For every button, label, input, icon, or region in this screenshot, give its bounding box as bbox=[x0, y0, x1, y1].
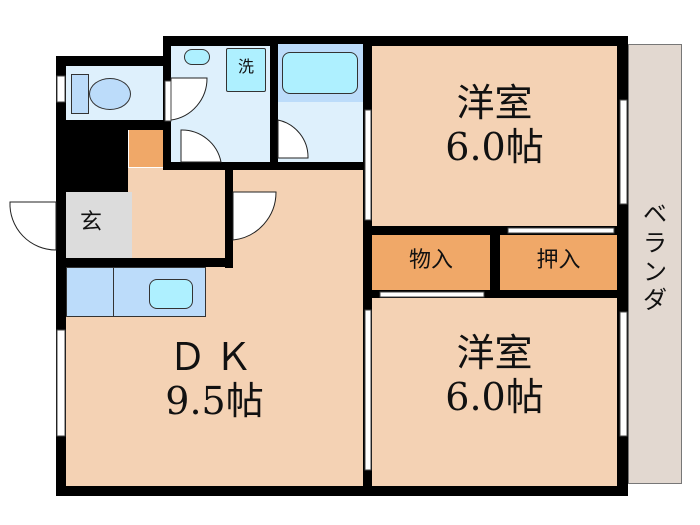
entrance-door-swing bbox=[9, 201, 57, 251]
closet-sliding-door bbox=[507, 227, 615, 234]
room1-inner-sliding bbox=[364, 109, 372, 221]
closet-label: 押入 bbox=[536, 248, 581, 273]
wall bbox=[490, 230, 500, 294]
dk-window bbox=[56, 329, 66, 437]
dk-name: ＤＫ bbox=[168, 335, 261, 379]
toilet-tank bbox=[71, 74, 89, 114]
entrance-floor bbox=[66, 192, 132, 258]
western-room-2-floor bbox=[372, 298, 617, 488]
storage-sliding-door bbox=[379, 291, 485, 298]
western-room-2-name: 洋室 bbox=[456, 331, 533, 375]
bath-door-swing bbox=[277, 119, 309, 159]
wall bbox=[56, 486, 628, 496]
veranda-label: ベランダ bbox=[643, 200, 667, 315]
wash-basin bbox=[184, 49, 210, 65]
wall bbox=[225, 168, 233, 268]
veranda bbox=[628, 44, 682, 484]
room2-inner-sliding bbox=[364, 309, 372, 471]
room1-veranda-window bbox=[619, 99, 628, 205]
entrance-label: 玄 bbox=[79, 210, 102, 235]
dk-size: 9.5帖 bbox=[165, 378, 264, 423]
wall bbox=[56, 56, 166, 66]
dk-label: ＤＫ 9.5帖 bbox=[62, 335, 367, 423]
western-room-1-name: 洋室 bbox=[456, 81, 533, 125]
room2-veranda-window bbox=[619, 311, 628, 437]
washroom-inner-door-swing bbox=[180, 129, 222, 163]
closet-floor bbox=[500, 235, 617, 290]
wall bbox=[163, 162, 367, 170]
storage-label: 物入 bbox=[408, 248, 453, 273]
hall-storage bbox=[129, 129, 163, 167]
western-room-2-size: 6.0帖 bbox=[445, 374, 544, 419]
bathtub bbox=[282, 52, 358, 94]
wall bbox=[617, 36, 628, 496]
western-room-1-label: 洋室 6.0帖 bbox=[372, 81, 617, 169]
counter-divider bbox=[113, 267, 114, 317]
washer-label: 洗 bbox=[237, 57, 254, 76]
wall bbox=[163, 36, 628, 46]
dk-door-swing bbox=[232, 191, 277, 241]
hall-floor bbox=[127, 168, 230, 258]
western-room-1-size: 6.0帖 bbox=[445, 124, 544, 169]
wall bbox=[62, 120, 166, 130]
wall bbox=[62, 120, 128, 192]
wall bbox=[270, 44, 278, 168]
storage-floor bbox=[372, 235, 490, 290]
western-room-1-floor bbox=[372, 44, 617, 226]
washroom-door-frame bbox=[164, 80, 172, 122]
western-room-2-label: 洋室 6.0帖 bbox=[372, 331, 617, 419]
toilet-window bbox=[56, 75, 66, 103]
wall bbox=[56, 56, 66, 490]
wall bbox=[367, 290, 617, 298]
toilet-bowl bbox=[89, 78, 131, 110]
washer-space bbox=[226, 48, 266, 92]
wall bbox=[62, 258, 232, 267]
wall bbox=[363, 36, 372, 488]
washroom-door-swing bbox=[170, 77, 208, 121]
kitchen-sink bbox=[149, 279, 193, 309]
